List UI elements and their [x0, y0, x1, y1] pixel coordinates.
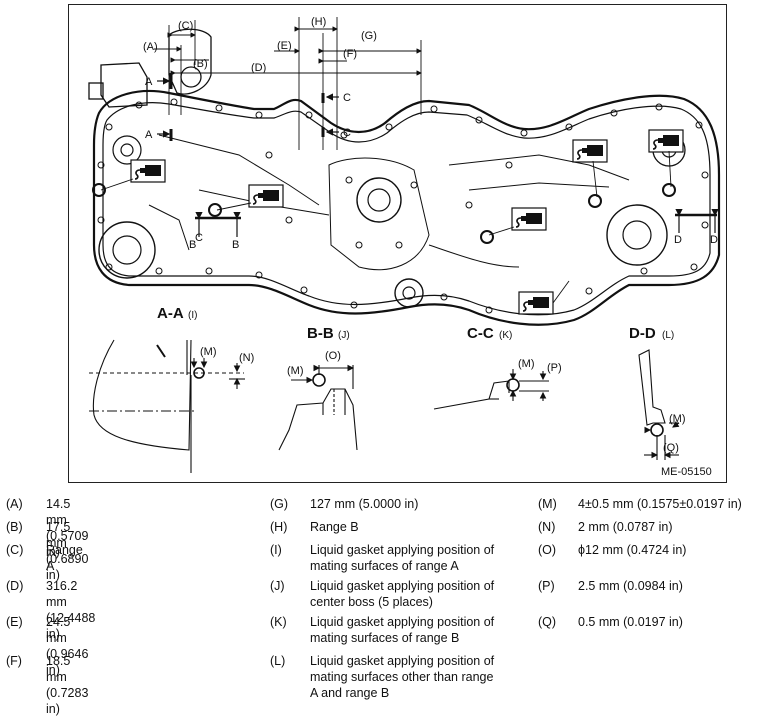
- section-title-a-a: A-A (I): [157, 305, 197, 322]
- legend-item-i: (I) Liquid gasket applying position of m…: [270, 543, 495, 573]
- dim-label-h: (H): [311, 16, 326, 28]
- svg-text:(K): (K): [499, 330, 512, 341]
- detail-label-o: (O): [325, 350, 341, 362]
- svg-text:A-A: A-A: [157, 305, 184, 322]
- dim-label-g: (G): [361, 30, 377, 42]
- svg-text:B-B: B-B: [307, 325, 334, 342]
- legend-item-l: (L) Liquid gasket applying position of m…: [270, 654, 495, 700]
- dim-label-d: (D): [251, 62, 266, 74]
- mark-b-left: B: [189, 239, 196, 251]
- mark-d-right: D: [710, 234, 718, 246]
- detail-label-m: (M): [200, 346, 217, 358]
- detail-label-m: (M): [287, 365, 304, 377]
- mark-a-top: A: [145, 76, 153, 88]
- svg-text:(L): (L): [662, 330, 674, 341]
- interior-ribs: [148, 134, 630, 271]
- section-c-c-detail: [433, 369, 549, 410]
- detail-label-m: (M): [518, 358, 535, 370]
- bolt-holes: [97, 98, 709, 314]
- section-a-a-detail: [89, 339, 245, 473]
- section-d-d-detail: [638, 349, 680, 460]
- mark-a-bottom: A: [145, 129, 153, 141]
- mark-d-left: D: [674, 234, 682, 246]
- timing-cover-outline: [92, 89, 721, 326]
- figure-id: ME-05150: [661, 466, 712, 478]
- section-title-c-c: C-C (K): [467, 325, 512, 342]
- section-b-b-detail: [278, 364, 358, 451]
- section-title-b-b: B-B (J): [307, 325, 350, 342]
- mark-c-small: C: [195, 232, 203, 244]
- dimension-lines: [154, 17, 422, 150]
- mark-c-top: C: [343, 92, 351, 104]
- diagram-figure: (A) (B) (C) (D) (E) (F) (G) (H) A A C C …: [68, 4, 727, 483]
- mark-c-bottom: C: [343, 127, 351, 139]
- dim-label-f: (F): [343, 48, 357, 60]
- svg-text:D-D: D-D: [629, 325, 656, 342]
- leader-lines: [100, 150, 672, 304]
- dim-label-a: (A): [143, 41, 158, 53]
- legend-item-j: (J) Liquid gasket applying position of c…: [270, 579, 495, 609]
- dim-label-c: (C): [178, 20, 193, 32]
- mark-b-right: B: [232, 239, 239, 251]
- detail-label-q: (Q): [663, 442, 679, 454]
- legend-item-k: (K) Liquid gasket applying position of m…: [270, 615, 495, 645]
- legend: (A)14.5 mm (0.5709 in) (B)17.5 mm (0.689…: [6, 497, 742, 716]
- svg-text:C-C: C-C: [467, 325, 494, 342]
- detail-label-m: (M): [669, 413, 686, 425]
- detail-label-n: (N): [239, 352, 254, 364]
- dim-label-b: (B): [193, 58, 208, 70]
- section-marks: [157, 73, 719, 237]
- detail-label-p: (P): [547, 362, 562, 374]
- engine-cover-drawing: (A) (B) (C) (D) (E) (F) (G) (H) A A C C …: [88, 16, 721, 478]
- section-title-d-d: D-D (L): [629, 325, 674, 342]
- bosses-and-pulleys: [92, 133, 686, 308]
- dim-label-e: (E): [277, 40, 292, 52]
- svg-text:(J): (J): [338, 330, 350, 341]
- svg-text:(I): (I): [188, 310, 197, 321]
